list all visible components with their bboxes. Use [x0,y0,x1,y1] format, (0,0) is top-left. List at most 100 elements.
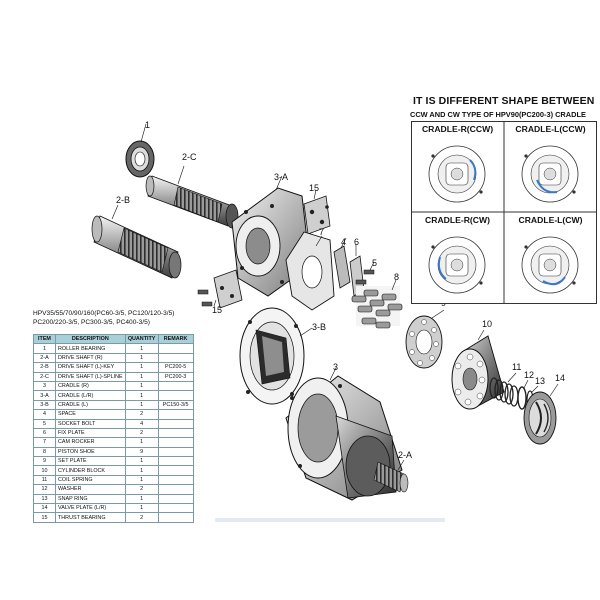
cell-quantity: 1 [124,503,159,514]
cell-description: CRADLE (L) [55,399,126,411]
parts-list-title-line2: PC200/220-3/5, PC300-3/5, PC400-3/5) [33,319,150,326]
cell-remark [157,437,194,448]
cell-quantity: 1 [124,352,159,364]
callout-12: 12 [524,370,534,380]
cell-quantity: 2 [124,427,159,439]
drive-shaft-r-part [373,459,409,493]
watermark-band [215,518,445,522]
cradle-cell-label: CRADLE-L(CW) [518,215,583,225]
callout-1: 1 [145,120,150,130]
callout-3b: 3-B [312,322,326,332]
callout-3a: 3-A [274,172,288,182]
cam-rocker-part [285,231,335,311]
cell-item: 15 [33,512,56,523]
callout-2c: 2-C [182,152,197,162]
callout-6: 6 [354,237,359,247]
col-quantity: QUANTITY [124,333,159,345]
cradle-cell-label: CRADLE-R(CCW) [421,124,494,134]
cradle-comparison-grid: CRADLE-R(CCW) CRADLE-L(CCW) CRADLE-R(CW) [411,121,597,304]
cell-description: VALVE PLATE (L/R) [55,503,126,514]
cell-quantity: 1 [124,390,159,401]
cell-item: 8 [33,446,56,458]
callout-4: 4 [341,237,346,247]
col-description: DESCRIPTION [55,333,126,345]
cell-item: 6 [33,427,56,439]
callout-15-upper: 15 [309,183,319,193]
valve-plate-part [523,383,559,445]
cell-quantity: 2 [124,512,159,523]
cell-description: CRADLE (L/R) [55,390,126,401]
cell-remark [157,343,194,354]
cell-quantity: 1 [124,465,159,476]
parts-list-title: HPV35/55/70/90/160(PC60-3/5, PC120/120-3… [33,309,283,327]
cell-remark [157,352,194,364]
cell-quantity: 1 [124,380,159,392]
cell-quantity: 1 [124,343,159,354]
parts-list-title-line1: HPV35/55/70/90/160(PC60-3/5, PC120/120-3… [33,310,175,317]
cell-description: SNAP RING [55,493,126,505]
cell-item: 4 [33,409,56,420]
cell-description: DRIVE SHAFT (L)-SPLINE [55,371,126,382]
callout-2b: 2-B [116,195,130,205]
cell-remark [157,427,194,439]
cell-remark [157,390,194,401]
cradle-cell-label: CRADLE-R(CW) [425,215,490,225]
cell-quantity: 1 [124,437,159,448]
cradle-drawing [521,145,579,203]
cell-quantity: 1 [124,371,159,382]
col-item: ITEM [33,333,56,345]
grid-lines [412,122,596,303]
cell-remark [157,380,194,392]
cell-quantity: 1 [124,399,159,411]
cell-remark: PC200-5 [157,362,194,373]
cell-item: 2-A [33,352,56,364]
cell-description: FIX PLATE [55,427,126,439]
cradle-cell-r-ccw: CRADLE-R(CCW) [412,122,503,212]
cradle-cell-l-ccw: CRADLE-L(CCW) [505,122,596,212]
cell-item: 1 [33,343,56,354]
cell-quantity: 1 [124,456,159,467]
cell-remark [157,474,194,486]
cell-item: 2-B [33,362,56,373]
cell-quantity: 9 [124,446,159,458]
drive-shaft-key-part [91,204,182,279]
cell-description: SPACE [55,409,126,420]
cell-quantity: 1 [124,362,159,373]
cradle-cell-label: CRADLE-L(CCW) [515,124,586,134]
cell-quantity: 1 [124,474,159,486]
callout-2a: 2-A [398,450,412,460]
cell-description: DRIVE SHAFT (R) [55,352,126,364]
cell-quantity: 4 [124,418,159,429]
cell-description: ROLLER BEARING [55,343,126,354]
cradle-panel-title: IT IS DIFFERENT SHAPE BETWEEN [413,95,595,107]
cell-remark [157,446,194,458]
cell-remark [157,512,194,523]
cell-quantity: 1 [124,493,159,505]
cell-remark [157,484,194,495]
callout-7: 7 [319,227,324,237]
callout-11: 11 [512,362,521,372]
bolts-lower-part [197,289,213,307]
cradle-cell-r-cw: CRADLE-R(CW) [412,213,503,303]
callout-13: 13 [535,376,545,386]
cradle-panel-subtitle: CCW AND CW TYPE OF HPV90(PC200-3) CRADLE [410,110,586,119]
cell-remark [157,409,194,420]
cell-description: CAM ROCKER [55,437,126,448]
drive-shaft-spline-part [145,165,239,229]
